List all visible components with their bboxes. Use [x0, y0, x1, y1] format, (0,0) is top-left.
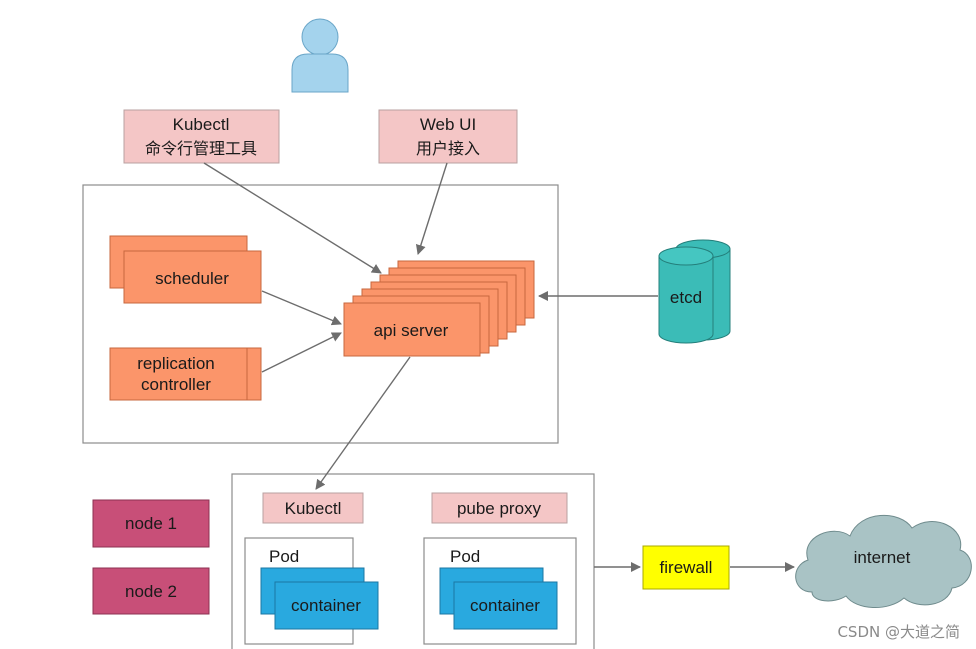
arrow-kubectl-to-api — [203, 162, 382, 274]
replication-controller-box: replication controller — [109, 347, 262, 401]
watermark: CSDN @大道之简 — [837, 623, 960, 641]
pod-1-label: Pod — [269, 547, 299, 566]
replication-label-line2: controller — [141, 375, 211, 394]
kubectl-client-title: Kubectl — [173, 115, 230, 134]
node-kubectl-label: Kubectl — [285, 499, 342, 518]
pod-2: Pod container — [423, 537, 577, 645]
firewall-box: firewall — [642, 545, 730, 590]
api-server-label: api server — [374, 321, 449, 340]
node-2-label: node 2 — [125, 582, 177, 601]
web-ui-subtitle: 用户接入 — [416, 139, 480, 158]
pod-1: Pod container — [244, 537, 379, 645]
scheduler-label: scheduler — [155, 269, 229, 288]
internet-cloud-icon: internet — [795, 515, 972, 609]
kube-proxy-label: pube proxy — [457, 499, 542, 518]
node-1-box: node 1 — [92, 499, 210, 548]
web-ui-title: Web UI — [420, 115, 476, 134]
arrow-api-to-node — [315, 356, 411, 490]
node-1-label: node 1 — [125, 514, 177, 533]
connection-arrows — [203, 162, 795, 572]
kubectl-client-subtitle: 命令行管理工具 — [145, 139, 257, 158]
node-2-box: node 2 — [92, 567, 210, 615]
pod-2-label: Pod — [450, 547, 480, 566]
kube-proxy-box: pube proxy — [431, 492, 568, 524]
arrow-replication-to-api — [261, 332, 342, 373]
pod-2-container-label: container — [470, 596, 540, 615]
internet-label: internet — [854, 548, 911, 567]
api-server-box: api server — [343, 260, 535, 357]
scheduler-box: scheduler — [109, 235, 262, 304]
arrow-webui-to-api — [415, 162, 448, 255]
replication-label-line1: replication — [137, 354, 215, 373]
arrow-scheduler-to-api — [261, 290, 342, 326]
pod-1-container-label: container — [291, 596, 361, 615]
firewall-label: firewall — [660, 558, 713, 577]
kubectl-client-box: Kubectl 命令行管理工具 — [123, 109, 280, 164]
node-kubectl-box: Kubectl — [262, 492, 364, 524]
etcd-label: etcd — [670, 288, 702, 307]
web-ui-box: Web UI 用户接入 — [378, 109, 518, 164]
user-icon — [291, 18, 349, 93]
etcd-database: etcd — [658, 239, 731, 344]
